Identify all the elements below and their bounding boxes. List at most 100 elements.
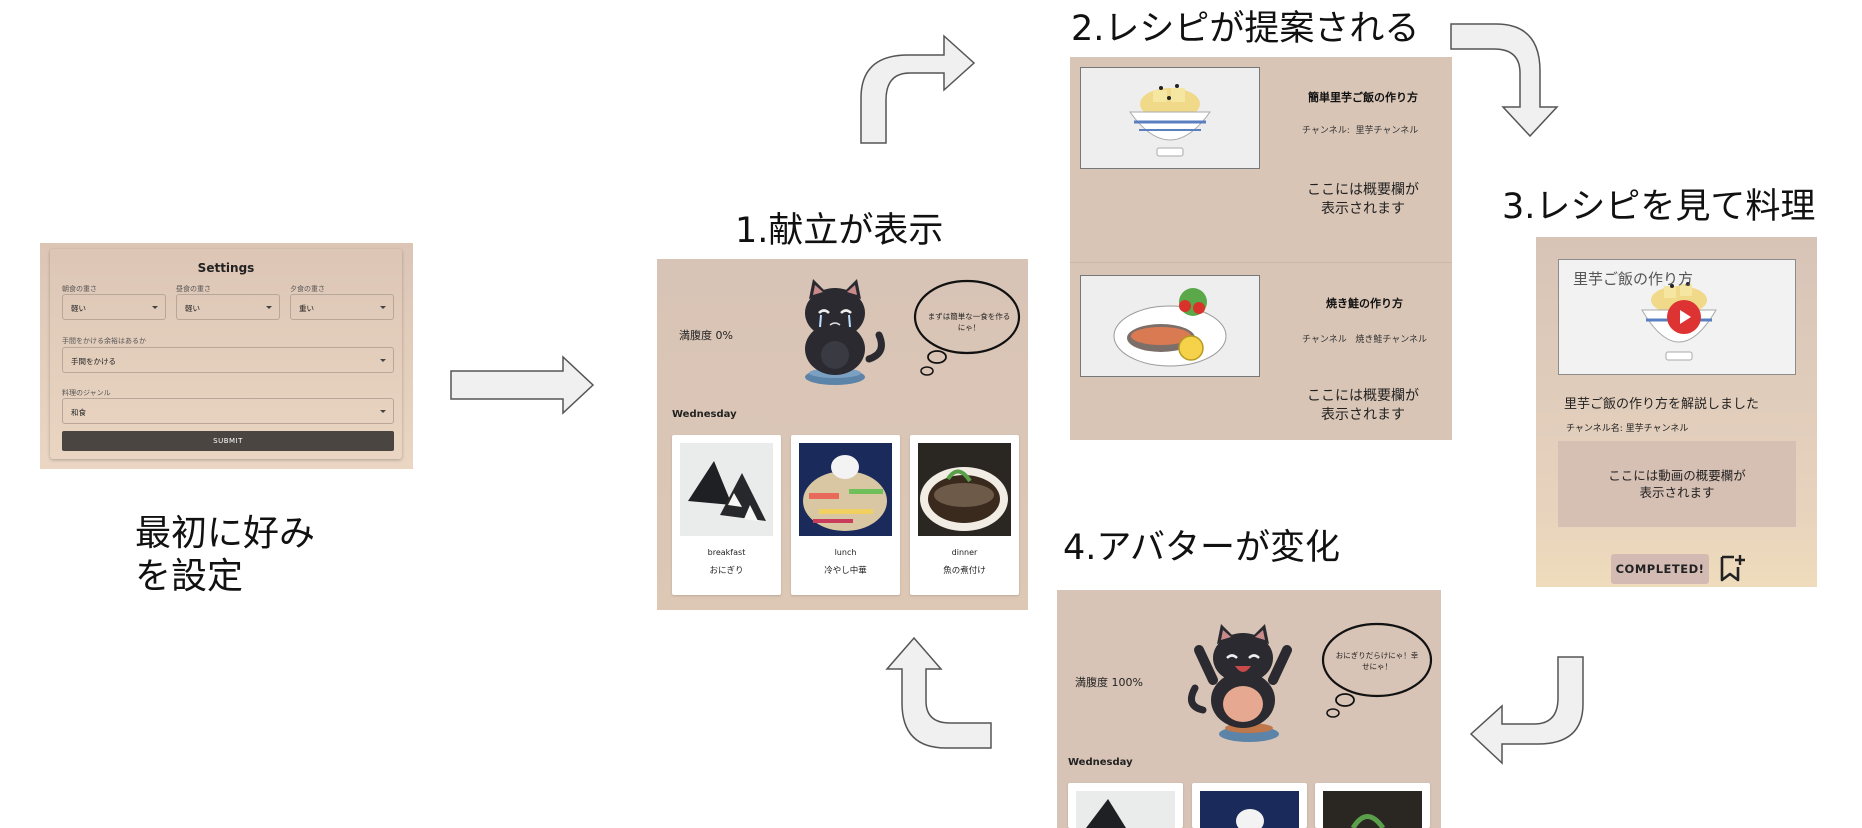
recipe-suggestions-screen: 簡単里芋ご飯の作り方 チャンネル: 里芋チャンネル ここには概要欄が 表示されま… (1070, 57, 1452, 440)
desc-line1: ここには概要欄が (1307, 182, 1419, 198)
step3-label: 3.レシピを見て料理 (1502, 187, 1816, 227)
satiety-text: 満腹度 0% (679, 329, 733, 342)
thought-bubble-icon (1321, 622, 1433, 718)
setup-label-line2: を設定 (135, 556, 244, 597)
hiyashi-chuka-photo-icon (1200, 791, 1299, 828)
meal-time: breakfast (707, 548, 746, 557)
grilled-salmon-plate-icon (1113, 288, 1227, 367)
genre-select[interactable]: 和食 (62, 398, 394, 424)
step1-label: 1.献立が表示 (735, 211, 944, 251)
breakfast-weight-label: 朝食の重さ (62, 285, 97, 293)
box-line1: ここには動画の概要欄が (1608, 468, 1746, 483)
video-player[interactable]: 里芋ご飯の作り方 (1558, 259, 1796, 375)
genre-value: 和食 (71, 408, 86, 417)
recipe-description: ここには概要欄が 表示されます (1288, 181, 1438, 219)
dinner-weight-value: 重い (299, 304, 314, 313)
setup-label: 最初に好み を設定 (135, 512, 315, 598)
channel-name: 焼き鮭チャンネル (1355, 335, 1428, 345)
meal-dish: 魚の煮付け (943, 566, 986, 576)
curved-arrow-up-right-icon (860, 34, 976, 144)
thought-bubble-icon (913, 279, 1021, 376)
recipe-description: ここには概要欄が 表示されます (1288, 387, 1438, 425)
lunch-weight-value: 軽い (185, 304, 200, 313)
video-description-box: ここには動画の概要欄が 表示されます (1558, 441, 1796, 527)
channel-label: チャンネル (1302, 335, 1347, 345)
step4-label: 4.アバターが変化 (1063, 528, 1340, 568)
bubble-line1: まずは簡単な一食を作る (927, 312, 1011, 321)
breakfast-weight-select[interactable]: 軽い (62, 294, 166, 320)
sad-cat-avatar-icon (805, 279, 885, 385)
effort-label: 手間をかける余裕はあるか (62, 337, 146, 345)
bookmark-add-icon[interactable] (1718, 553, 1746, 583)
curved-arrow-right-down-icon (1450, 23, 1559, 138)
recipe-thumbnail[interactable] (1080, 67, 1260, 169)
bubble-line2: せにゃ！ (1362, 662, 1392, 671)
submit-button[interactable]: SUBMIT (62, 431, 394, 451)
curved-arrow-left-up-icon (885, 636, 992, 749)
meal-dish: 冷やし中華 (824, 566, 867, 576)
recipe-thumbnail[interactable] (1080, 275, 1260, 377)
lunch-weight-select[interactable]: 軽い (176, 294, 280, 320)
desc-line1: ここには概要欄が (1307, 388, 1419, 404)
happy-cat-avatar-icon (1187, 624, 1292, 742)
day-label: Wednesday (672, 409, 737, 420)
settings-title: Settings (197, 261, 255, 275)
onigiri-photo-icon (680, 443, 773, 536)
bubble-line2: にゃ！ (957, 323, 981, 332)
meal-dish: おにぎり (709, 566, 744, 576)
satoimo-rice-bowl-icon (1129, 84, 1211, 157)
video-description-title: 里芋ご飯の作り方を解説しました (1564, 397, 1760, 412)
video-channel: チャンネル名: 里芋チャンネル (1566, 424, 1689, 434)
video-description-text: ここには動画の概要欄が 表示されます (1558, 467, 1796, 501)
meal-card-dinner[interactable] (1315, 783, 1430, 828)
chevron-down-icon (380, 306, 386, 309)
bubble-text: まずは簡単な一食を作る にゃ！ (917, 311, 1021, 333)
channel-name: 里芋チャンネル (1355, 126, 1419, 136)
video-title: 里芋ご飯の作り方 (1573, 270, 1694, 288)
meal-card-dinner[interactable]: dinner 魚の煮付け (910, 435, 1019, 595)
effort-select[interactable]: 手間をかける (62, 347, 394, 373)
hiyashi-chuka-photo-icon (799, 443, 892, 536)
simmered-fish-photo-icon (918, 443, 1011, 536)
box-line2: 表示されます (1639, 485, 1715, 500)
meal-time: lunch (834, 548, 857, 557)
chevron-down-icon (152, 306, 158, 309)
divider (1070, 262, 1452, 263)
setup-label-line1: 最初に好み (135, 513, 316, 554)
channel-label: チャンネル: (1302, 126, 1350, 136)
lunch-weight-label: 昼食の重さ (176, 285, 211, 293)
day-label: Wednesday (1068, 757, 1133, 768)
breakfast-weight-value: 軽い (71, 304, 86, 313)
satiety-text: 満腹度 100% (1075, 676, 1143, 689)
step2-label: 2.レシピが提案される (1071, 9, 1420, 49)
bubble-line1: おにぎりだらけにゃ！幸 (1335, 651, 1419, 660)
meal-card-breakfast[interactable]: breakfast おにぎり (672, 435, 781, 595)
bubble-text: おにぎりだらけにゃ！幸 せにゃ！ (1319, 650, 1435, 672)
meal-card-lunch[interactable]: lunch 冷やし中華 (791, 435, 900, 595)
menu-screen: 満腹度 0% まずは簡単な一食を作る にゃ！ Wednesday (657, 259, 1028, 610)
settings-card: Settings 朝食の重さ 軽い 昼食の重さ 軽い 夕食の重さ 重い 手間をか… (50, 249, 402, 459)
avatar-changed-screen: 満腹度 100% おにぎりだらけにゃ！幸 せにゃ！ Wednesday (1057, 590, 1441, 828)
simmered-fish-photo-icon (1323, 791, 1422, 828)
recipe-channel: チャンネル 焼き鮭チャンネル (1302, 332, 1427, 345)
curved-arrow-down-left-icon (1469, 656, 1584, 765)
settings-screen: Settings 朝食の重さ 軽い 昼食の重さ 軽い 夕食の重さ 重い 手間をか… (40, 243, 413, 469)
arrow-right-icon (450, 355, 595, 415)
meal-card-breakfast[interactable] (1068, 783, 1183, 828)
play-icon[interactable] (1667, 300, 1701, 334)
recipe-title[interactable]: 焼き鮭の作り方 (1326, 297, 1403, 310)
chevron-down-icon (266, 306, 272, 309)
completed-button[interactable]: COMPLETED! (1611, 554, 1709, 584)
chevron-down-icon (380, 359, 386, 362)
desc-line2: 表示されます (1321, 201, 1405, 217)
meal-card-lunch[interactable] (1192, 783, 1307, 828)
dinner-weight-label: 夕食の重さ (290, 285, 325, 293)
chevron-down-icon (380, 410, 386, 413)
effort-value: 手間をかける (71, 357, 116, 366)
recipe-channel: チャンネル: 里芋チャンネル (1302, 123, 1418, 136)
dinner-weight-select[interactable]: 重い (290, 294, 394, 320)
recipe-video-screen: 里芋ご飯の作り方 里芋ご飯の作り方を解説しました チャンネル名: 里芋チャンネル… (1536, 237, 1817, 587)
recipe-title[interactable]: 簡単里芋ご飯の作り方 (1308, 91, 1418, 104)
genre-label: 料理のジャンル (62, 389, 111, 397)
desc-line2: 表示されます (1321, 407, 1405, 423)
